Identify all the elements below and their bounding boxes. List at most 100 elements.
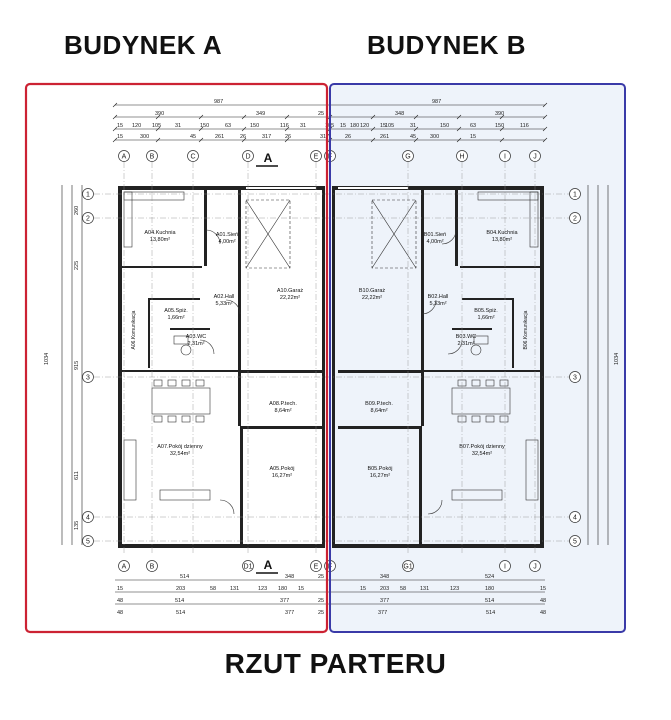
room-name: B05.Pokój: [367, 466, 392, 472]
dim-top-row4: 300: [430, 134, 439, 140]
axis-label: D1: [244, 564, 253, 571]
room-name: A03.WC: [186, 334, 207, 340]
axis-circle: [187, 150, 199, 162]
party-wall-a: [322, 186, 325, 548]
chair: [485, 379, 495, 387]
room-area: 5,33m²: [215, 301, 232, 307]
room-area: 1,66m²: [477, 315, 494, 321]
dim-bottom-row2: 15: [117, 586, 123, 592]
dim-top-row3-b: 63: [470, 123, 476, 129]
dim-top-row3-b: 150: [440, 123, 449, 129]
wall-a-tech: [240, 370, 324, 373]
dim-top-row3-b: 120: [360, 123, 369, 129]
chair: [153, 379, 163, 387]
axis-circle: [82, 371, 94, 383]
chair: [195, 415, 205, 423]
wall-a-corridor: [148, 298, 150, 368]
axis-label: J: [533, 154, 537, 161]
room-area: 1,66m²: [167, 315, 184, 321]
dim-top-overall: 987: [214, 99, 223, 105]
dim-tick: [198, 137, 204, 143]
dim-bottom-row1: 514: [180, 574, 189, 580]
room-area: 8,64m²: [370, 408, 387, 414]
door-swing: [219, 499, 235, 515]
axis-top-I: I: [499, 150, 511, 162]
building-b-background: [330, 84, 625, 632]
dim-bottom-row3: 48: [540, 598, 546, 604]
axis-circle: [242, 560, 254, 572]
dim-bottom-row1: 25: [318, 574, 324, 580]
dim-bottom-row4: 377: [285, 610, 294, 616]
dim-tick: [284, 137, 290, 143]
dim-top-row2: 349: [256, 111, 265, 117]
dim-tick: [370, 137, 376, 143]
dim-tick: [370, 126, 376, 132]
axis-circle: [569, 535, 581, 547]
axis-bottom-A: A: [118, 560, 130, 572]
dim-tick: [499, 126, 505, 132]
wall-b-pantry: [462, 298, 514, 300]
toilet: [180, 344, 192, 356]
chair: [181, 415, 191, 423]
garage-hatch: [371, 199, 417, 269]
wall-b-hall: [460, 266, 540, 268]
wall-a-living: [122, 370, 240, 372]
a-room-5: A06.Komunikacja: [131, 310, 137, 349]
axis-circle: [569, 511, 581, 523]
building-b-frame: [329, 83, 626, 633]
section-label: A: [264, 558, 273, 572]
axis-circle: [82, 535, 94, 547]
dim-tick: [112, 137, 118, 143]
dim-left-overall: 1034: [44, 353, 50, 365]
chair: [181, 379, 191, 387]
dim-tick: [198, 114, 204, 120]
room-name: B04.Kuchnia: [486, 230, 518, 236]
room-area: 13,80m²: [150, 237, 170, 243]
axis-left-4: 4: [82, 511, 94, 523]
room-name: B09.P.tech.: [365, 401, 393, 407]
a-room-4: A03.WC2,31m²: [186, 334, 207, 347]
dim-top-row2: 390: [495, 111, 504, 117]
party-wall-b: [332, 186, 335, 548]
dim-tick: [112, 102, 118, 108]
outer-wall-left-a: [118, 186, 122, 548]
room-name: B05.Spiż.: [474, 308, 498, 314]
room-name: A10.Garaż: [277, 288, 304, 294]
dim-right-overall: 1034: [614, 353, 620, 365]
axis-left-5: 5: [82, 535, 94, 547]
dim-tick: [499, 137, 505, 143]
dim-tick: [542, 137, 548, 143]
room-area: 5,33m²: [429, 301, 446, 307]
room-area: 32,54m²: [170, 451, 190, 457]
dim-tick: [284, 114, 290, 120]
room-area: 2,31m²: [457, 341, 474, 347]
dim-tick: [370, 114, 376, 120]
dim-top-row3: 15: [380, 123, 386, 129]
axis-circle: [82, 212, 94, 224]
chair: [485, 415, 495, 423]
wall-b-wc: [452, 328, 492, 330]
door-swing: [225, 299, 241, 315]
chair: [167, 379, 177, 387]
dim-left-row: 225: [74, 261, 80, 270]
axis-left-2: 2: [82, 212, 94, 224]
dim-bottom-row3: 514: [485, 598, 494, 604]
axis-label: I: [504, 154, 506, 161]
outer-wall-right-b: [540, 186, 544, 548]
axis-top-E: E: [310, 150, 322, 162]
room-name: B10.Garaż: [359, 288, 386, 294]
dim-bottom-row2-b: 15: [540, 586, 546, 592]
axis-label: 4: [86, 515, 90, 522]
room-area: 4,00m²: [426, 239, 443, 245]
dim-bottom-row2: 123: [258, 586, 267, 592]
wall-b-garage: [421, 186, 424, 426]
axis-circle: [569, 212, 581, 224]
dim-top-row2: 348: [395, 111, 404, 117]
wall-a-room-side: [240, 426, 243, 546]
axis-right-5: 5: [569, 535, 581, 547]
